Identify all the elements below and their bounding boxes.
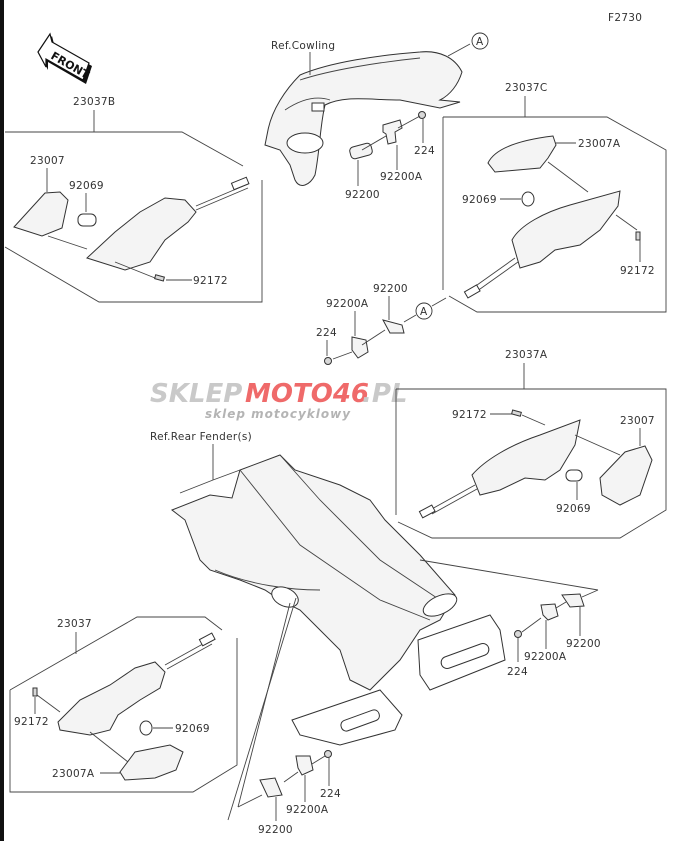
rear-left-assembly-label: 23037 (57, 618, 92, 630)
ref-rear-fender-label: Ref.Rear Fender(s) (150, 431, 252, 443)
watermark-tagline: sklep motocyklowy (205, 407, 351, 421)
rear-bottom-bracket (295, 755, 314, 776)
watermark-brand-grey: SKLEP (150, 379, 242, 409)
front-left-lens (13, 191, 69, 237)
front-arrow-icon: FRONT (37, 32, 92, 84)
rear-bottom-plate (259, 777, 283, 798)
connector-marker-a: A (471, 32, 489, 50)
front-center-bolt-label: 224 (414, 145, 435, 157)
rear-right-plate-label: 92200 (566, 638, 601, 650)
rear-bottom-bolt-label: 224 (320, 788, 341, 800)
front-left-screw-label: 92172 (193, 275, 228, 287)
connector-marker-a-2: A (415, 302, 433, 320)
front-right-screw-label: 92172 (620, 265, 655, 277)
group-frame (4, 180, 263, 303)
rear-left-lens (119, 744, 184, 781)
watermark-domain: .PL (362, 379, 408, 409)
front-left-bulb-label: 92069 (69, 180, 104, 192)
rear-left-screw (32, 687, 38, 697)
group-frame (396, 388, 667, 539)
group-frame (9, 638, 238, 793)
cowling-reference-part (264, 51, 463, 186)
rear-right-bolt-label: 224 (507, 666, 528, 678)
leader-line (447, 43, 471, 57)
rear-right-bracket-label: 92200A (524, 651, 567, 663)
rear-right-turn-signal (471, 419, 581, 496)
group-frame (5, 131, 244, 167)
rear-right-plate (561, 593, 585, 608)
rear-left-screw-label: 92172 (14, 716, 49, 728)
front-right-bulb (521, 191, 535, 207)
rear-right-bracket (540, 603, 559, 621)
rear-right-lens (599, 445, 653, 506)
front-center-bracket-label: 92200A (380, 171, 423, 183)
watermark-logo: SKLEP MOTO46 .PL sklep motocyklowy (150, 379, 408, 421)
front-center-mount (349, 111, 426, 186)
rear-left-turn-signal (57, 661, 166, 736)
rear-left-lens-label: 23007A (52, 768, 95, 780)
connector-marker-label: A (420, 306, 428, 318)
rear-right-bulb (565, 469, 583, 482)
image-left-border (0, 0, 4, 841)
front-left-turn-signal (86, 197, 197, 271)
front-right-plate (382, 319, 405, 334)
front-right-lens-label: 23007A (578, 138, 621, 150)
front-right-lens (487, 135, 557, 173)
front-right-bracket (351, 336, 369, 359)
rear-bottom-bracket-label: 92200A (286, 804, 329, 816)
rear-fender-reference-part (170, 454, 506, 746)
front-left-lens-label: 23007 (30, 155, 65, 167)
front-center-plate-label: 92200 (345, 189, 380, 201)
front-right-bulb-label: 92069 (462, 194, 497, 206)
front-right-plate-label: 92200 (373, 283, 408, 295)
rear-bottom-plate-label: 92200 (258, 824, 293, 836)
ref-cowling-label: Ref.Cowling (271, 40, 335, 52)
watermark-brand-red: MOTO46 (245, 379, 369, 409)
front-right-assembly-label: 23037C (505, 82, 548, 94)
front-right-bracket-label: 92200A (326, 298, 369, 310)
front-right-turn-signal (511, 190, 621, 269)
front-right-bolt-label: 224 (316, 327, 337, 339)
rear-right-bulb-label: 92069 (556, 503, 591, 515)
group-frame (9, 616, 223, 691)
rear-right-screw-label: 92172 (452, 409, 487, 421)
figure-code: F2730 (608, 12, 642, 24)
group-frame (443, 116, 667, 313)
rear-right-assembly-label: 23037A (505, 349, 548, 361)
rear-left-bulb (139, 720, 153, 736)
leader-line (237, 602, 291, 808)
front-left-assembly-label: 23037B (73, 96, 115, 108)
front-left-bulb (77, 213, 97, 227)
connector-marker-label: A (476, 36, 484, 48)
rear-left-bulb-label: 92069 (175, 723, 210, 735)
rear-right-lens-label: 23007 (620, 415, 655, 427)
leader-line (419, 559, 599, 591)
